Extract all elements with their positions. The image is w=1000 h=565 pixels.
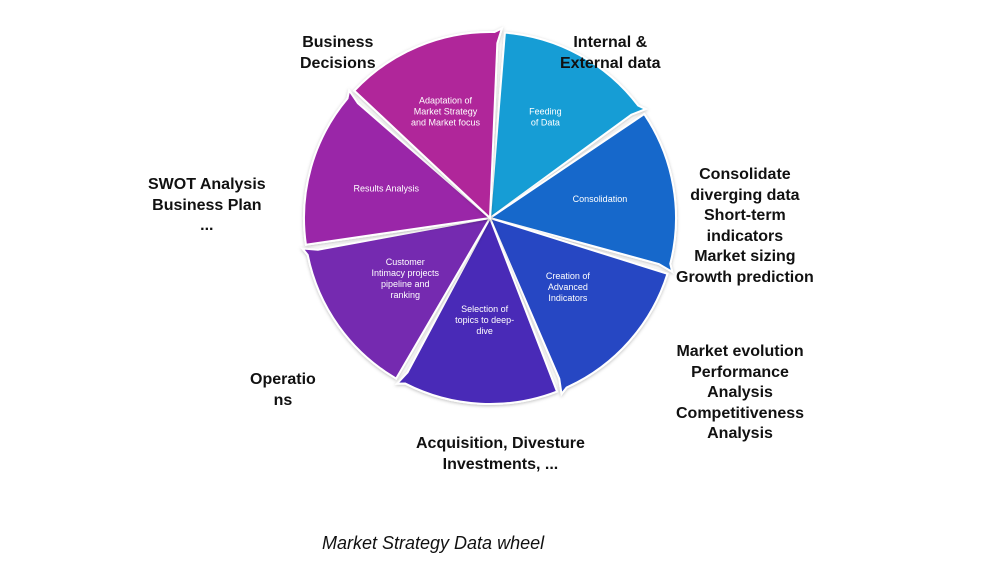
segment-selection-topics [394,215,559,405]
label-internal-external-data: Internal & External data [560,34,661,72]
label-market-evolution: Market evolution Performance Analysis Co… [676,343,805,442]
segment-label-results-analysis: Results Analysis [353,184,419,194]
label-acquisition: Acquisition, Divesture Investments, ... [416,435,585,473]
label-business-decisions: Business Decisions [300,34,376,72]
segment-label-consolidation: Consolidation [573,194,628,204]
label-operations: Operatio ns [250,371,316,409]
segment-results-analysis [303,87,493,246]
segment-customer-intimacy [300,216,492,380]
segment-feeding-of-data [488,31,649,221]
label-swot-business-plan: SWOT Analysis Business Plan ... [148,176,266,234]
caption: Market Strategy Data wheel [322,533,545,553]
segment-advanced-indicators [488,216,669,397]
label-consolidate-indicators: Consolidate diverging data Short-term in… [676,166,814,286]
segment-consolidation [487,112,677,274]
segment-adaptation-strategy [352,26,504,221]
